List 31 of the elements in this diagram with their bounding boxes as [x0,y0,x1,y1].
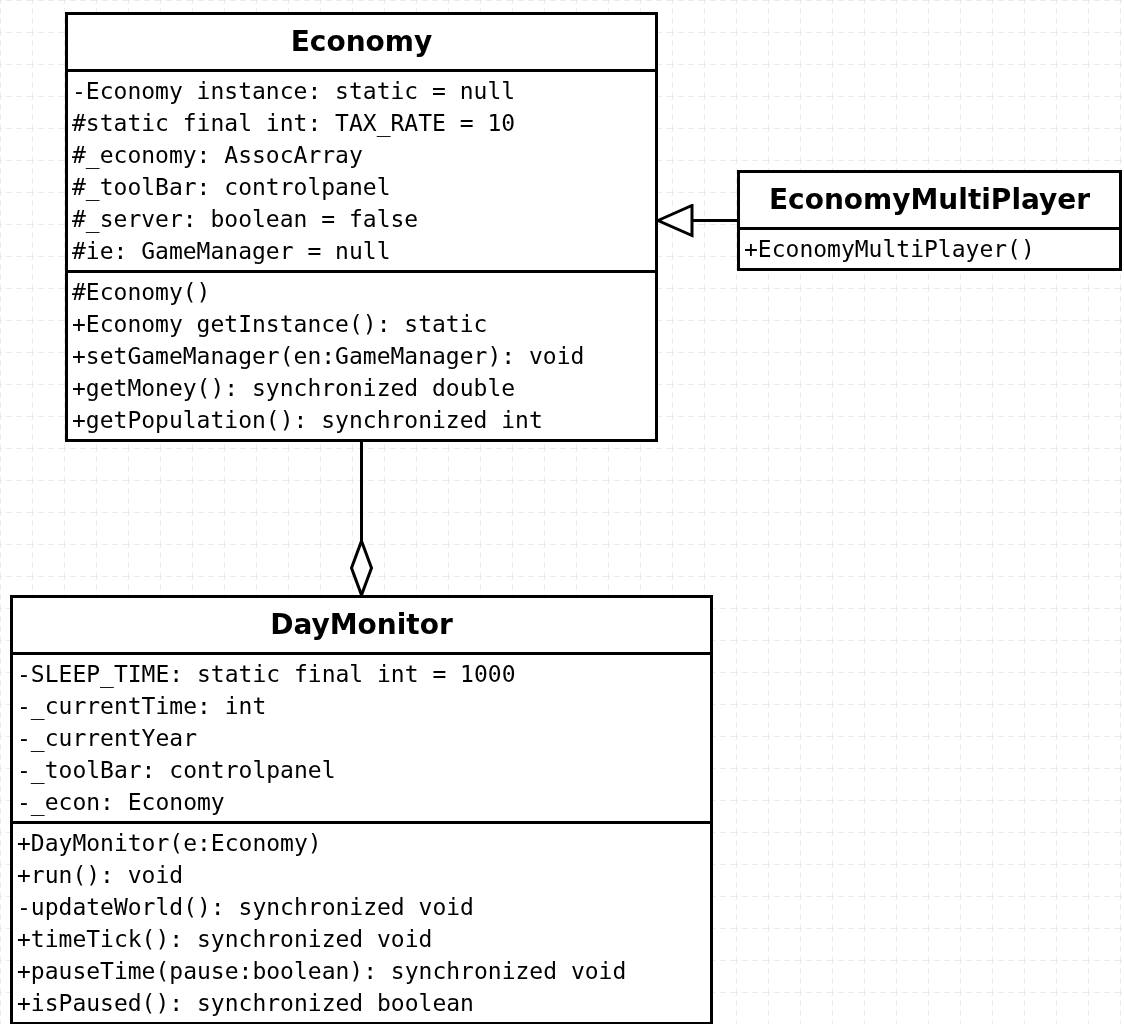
class-name: DayMonitor [269,607,454,643]
member-text: -Economy instance: static = null [72,77,516,106]
member-text: +DayMonitor(e:Economy) [17,829,322,858]
member-text: +Economy getInstance(): static [72,310,488,339]
class-box [10,595,713,1024]
member-text: #_economy: AssocArray [72,141,363,171]
class-box [737,170,1122,271]
member-text: -updateWorld(): synchronized void [17,893,474,922]
class-box [65,12,658,442]
class-name: EconomyMultiPlayer [767,182,1092,218]
member-text: +pauseTime(pause:boolean): synchronized void [17,957,627,986]
member-text: -_currentTime: int [17,692,267,722]
member-text: #static final int: TAX_RATE = 10 [72,109,516,139]
member-text: +isPaused(): synchronized boolean [17,989,474,1018]
member-text: -_toolBar: controlpanel [17,756,336,786]
member-text: +setGameManager(en:GameManager): void [72,342,585,371]
member-text: -_currentYear [17,724,197,754]
member-text: #ie: GameManager = null [72,237,391,266]
inheritance-arrow [656,204,737,237]
member-text: +EconomyMultiPlayer() [744,235,1035,264]
member-text: -_econ: Economy [17,788,225,818]
member-text: #Economy() [72,278,211,307]
class-name: Economy [289,24,434,60]
member-text: -SLEEP_TIME: static final int = 1000 [17,660,516,690]
member-text: +getPopulation(): synchronized int [72,406,543,435]
member-text: #_server: boolean = false [72,205,419,235]
member-text: +getMoney(): synchronized double [72,374,516,403]
member-text: #_toolBar: controlpanel [72,173,391,203]
aggregation-connector [350,442,373,597]
member-text: +run(): void [17,861,184,890]
member-text: +timeTick(): synchronized void [17,925,433,954]
